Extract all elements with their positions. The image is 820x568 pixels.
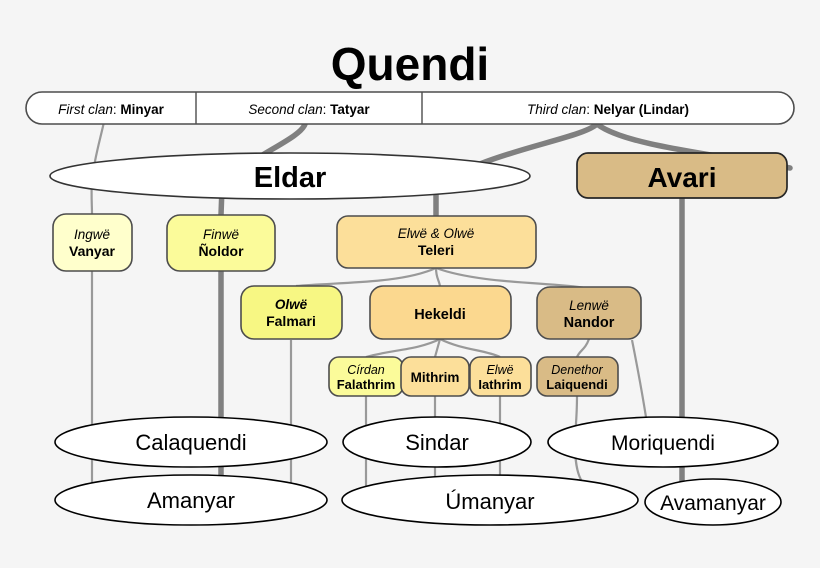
clan-first-prefix: First clan — [58, 102, 113, 117]
avamanyar-ellipse — [644, 478, 782, 526]
clan-first-colon: : — [113, 102, 121, 117]
node-teleri[interactable]: Elwë & Olwë Teleri — [336, 215, 537, 269]
laiquendi-box — [536, 356, 619, 397]
clan-bar-background — [25, 91, 795, 125]
clan-second-text: Second clan: Tatyar — [248, 102, 370, 117]
node-laiquendi[interactable]: Denethor Laiquendi — [536, 356, 619, 397]
iathrim-leader: Elwë — [486, 363, 513, 377]
node-avari[interactable]: Avari — [576, 152, 788, 199]
clan-header-bar: First clan: Minyar Second clan: Tatyar T… — [25, 91, 795, 125]
calaquendi-ellipse — [54, 416, 328, 468]
node-umanyar[interactable]: Úmanyar — [341, 474, 639, 526]
clan-cell-second[interactable]: Second clan: Tatyar — [248, 102, 370, 117]
clan-first-text: First clan: Minyar — [58, 102, 165, 117]
hekeldi-people: Hekeldi — [414, 307, 466, 323]
hekeldi-box — [369, 285, 512, 340]
vanyar-people: Vanyar — [69, 243, 115, 259]
eldar-ellipse — [49, 152, 531, 200]
line-teleri-falmari — [295, 266, 437, 288]
page-title: Quendi — [331, 38, 489, 90]
nandor-box — [536, 286, 642, 340]
falmari-leader: Olwë — [275, 297, 308, 312]
moriquendi-ellipse — [547, 416, 779, 468]
node-amanyar[interactable]: Amanyar — [54, 474, 328, 526]
vanyar-leader: Ingwë — [74, 227, 110, 242]
line-hekeldi-iathrim — [439, 338, 501, 358]
clan-cell-first[interactable]: First clan: Minyar — [58, 102, 165, 117]
clan-second-prefix: Second clan — [248, 102, 322, 117]
clan-third-prefix: Third clan — [527, 102, 586, 117]
noldor-people: Ñoldor — [198, 242, 244, 259]
mithrim-box — [400, 356, 470, 397]
line-hekeldi-mithrim — [433, 338, 442, 358]
teleri-leader: Elwë & Olwë — [398, 226, 475, 241]
clan-cell-third[interactable]: Third clan: Nelyar (Lindar) — [527, 102, 689, 117]
amanyar-label: Amanyar — [147, 488, 235, 513]
nandor-leader: Lenwë — [569, 298, 609, 313]
sindar-label: Sindar — [405, 430, 469, 455]
node-eldar[interactable]: Eldar — [49, 152, 531, 200]
avari-label: Avari — [647, 162, 716, 193]
node-mithrim[interactable]: Mithrim — [400, 356, 470, 397]
teleri-box — [336, 215, 537, 269]
clan-first-name: Minyar — [120, 102, 164, 117]
sindar-ellipse — [342, 416, 532, 468]
node-falmari[interactable]: Olwë Falmari — [240, 285, 343, 340]
node-sindar[interactable]: Sindar — [342, 416, 532, 468]
moriquendi-label: Moriquendi — [611, 432, 715, 455]
node-nandor[interactable]: Lenwë Nandor — [536, 286, 642, 340]
noldor-box — [166, 214, 276, 272]
laiquendi-leader: Denethor — [551, 363, 603, 377]
line-nandor-laiquendi — [575, 338, 591, 358]
falathrim-leader: Círdan — [347, 363, 385, 377]
clan-third-name: Nelyar (Lindar) — [594, 102, 689, 117]
noldor-leader: Finwë — [203, 227, 239, 242]
avari-box — [576, 152, 788, 199]
avamanyar-label: Avamanyar — [660, 492, 766, 515]
line-hekeldi-falathrim — [365, 338, 441, 359]
clan-third-text: Third clan: Nelyar (Lindar) — [527, 102, 689, 117]
laiquendi-people: Laiquendi — [546, 377, 607, 392]
node-vanyar[interactable]: Ingwë Vanyar — [52, 213, 133, 272]
falathrim-people: Falathrim — [337, 377, 396, 392]
node-falathrim[interactable]: Círdan Falathrim — [328, 356, 404, 397]
iathrim-box — [469, 356, 532, 397]
umanyar-label: Úmanyar — [445, 489, 534, 514]
mithrim-people: Mithrim — [411, 370, 460, 385]
node-calaquendi[interactable]: Calaquendi — [54, 416, 328, 468]
nandor-people: Nandor — [564, 315, 615, 331]
eldar-label: Eldar — [254, 162, 327, 194]
node-noldor[interactable]: Finwë Ñoldor — [166, 214, 276, 272]
node-hekeldi[interactable]: Hekeldi — [369, 285, 512, 340]
calaquendi-label: Calaquendi — [135, 430, 246, 455]
umanyar-ellipse — [341, 474, 639, 526]
node-iathrim[interactable]: Elwë Iathrim — [469, 356, 532, 397]
vanyar-box — [52, 213, 133, 272]
node-avamanyar[interactable]: Avamanyar — [644, 478, 782, 526]
falmari-box — [240, 285, 343, 340]
clan-third-colon: : — [586, 102, 594, 117]
clan-second-colon: : — [323, 102, 331, 117]
amanyar-ellipse — [54, 474, 328, 526]
teleri-people: Teleri — [418, 242, 454, 258]
node-moriquendi[interactable]: Moriquendi — [547, 416, 779, 468]
iathrim-people: Iathrim — [478, 377, 521, 392]
falmari-people: Falmari — [266, 313, 316, 329]
clan-second-name: Tatyar — [330, 102, 370, 117]
line-teleri-hekeldi — [434, 267, 442, 287]
